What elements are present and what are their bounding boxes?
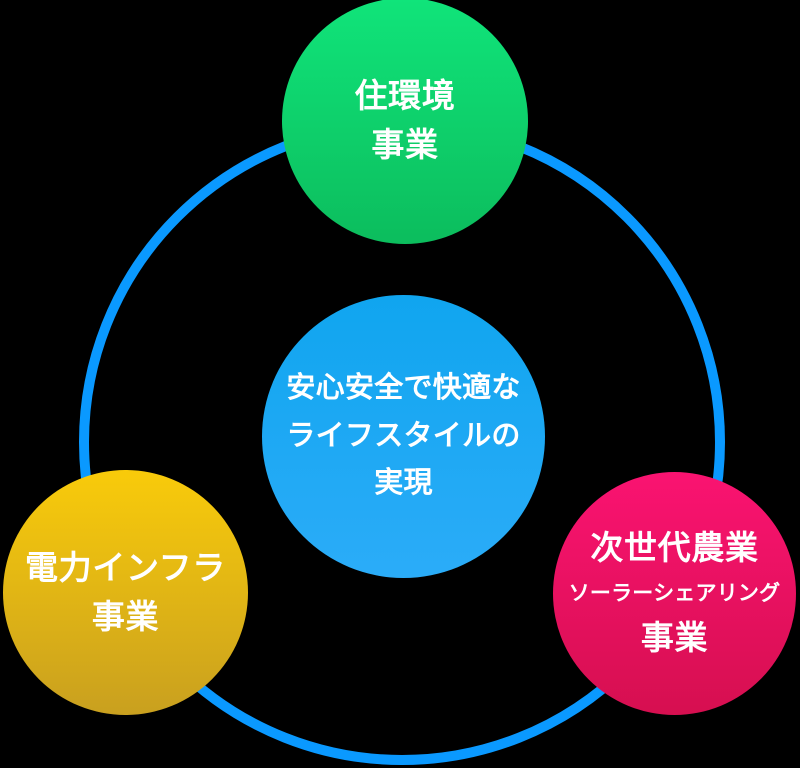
housing-business-label-line1: 住環境 bbox=[354, 77, 456, 115]
agriculture-business-label-line3: 事業 bbox=[640, 619, 709, 657]
node-housing-business: 住環境 事業 bbox=[282, 0, 528, 244]
center-mission-circle: 安心安全で快適な ライフスタイルの 実現 bbox=[262, 295, 545, 578]
power-business-label-line1: 電力インフラ bbox=[25, 548, 226, 586]
agriculture-business-label-line2: ソーラーシェアリング bbox=[568, 581, 781, 605]
node-next-gen-agriculture-business: 次世代農業 ソーラーシェアリング 事業 bbox=[553, 472, 796, 715]
housing-business-label-line2: 事業 bbox=[371, 126, 439, 163]
mission-label-line2: ライフスタイルの bbox=[286, 419, 521, 452]
node-power-infrastructure-business: 電力インフラ 事業 bbox=[3, 470, 248, 715]
power-business-label-line2: 事業 bbox=[91, 597, 160, 635]
mission-label-line1: 安心安全で快適な bbox=[286, 371, 521, 404]
mission-label-line3: 実現 bbox=[374, 467, 433, 500]
agriculture-business-label-line1: 次世代農業 bbox=[590, 529, 759, 567]
